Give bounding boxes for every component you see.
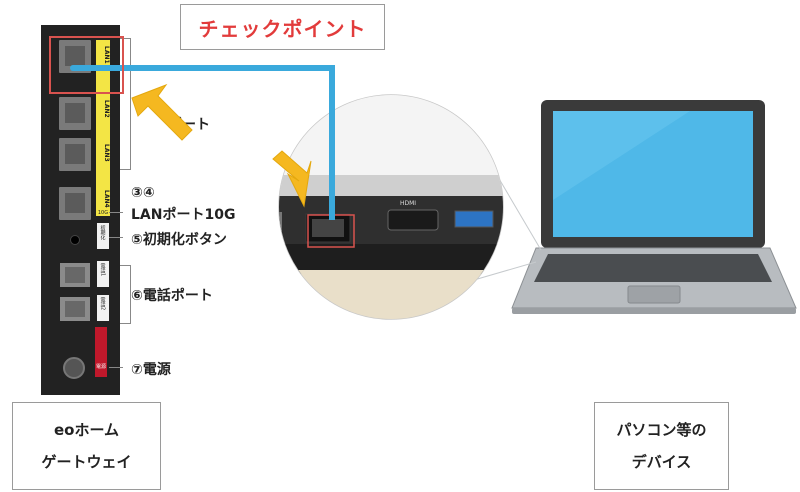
lan4-leader — [109, 212, 123, 213]
gateway-back-panel: 電源 LAN1 LAN2 LAN3 LAN4 10G 初期化 電話1 電話2 — [41, 25, 120, 395]
lan10g-label: LANポート10G — [131, 207, 236, 223]
reset-button — [70, 235, 80, 245]
pc-caption-line2: デバイス — [631, 453, 692, 471]
gateway-caption-line2: ゲートウェイ — [41, 453, 132, 471]
tel2-port — [60, 297, 90, 321]
power-label: ⑦電源 — [131, 362, 171, 378]
lan-cable — [73, 65, 335, 220]
usb-port — [454, 210, 494, 228]
tel1-strip: 電話1 — [97, 261, 109, 287]
hdmi-tag: HDMI — [400, 200, 416, 207]
laptop — [511, 100, 797, 314]
lan4-tag: LAN4 — [103, 190, 110, 208]
lan-bracket — [120, 38, 131, 170]
reset-label: ⑤初期化ボタン — [131, 232, 227, 248]
reset-strip: 初期化 — [97, 223, 109, 249]
reset-leader — [109, 237, 123, 238]
power-red-strip: 電源 — [95, 327, 107, 377]
lan-pointer-arrow — [131, 83, 193, 141]
cable-end — [70, 65, 76, 71]
laptop-keyboard — [534, 254, 772, 282]
lan2-tag: LAN2 — [103, 100, 110, 118]
ten-g-tag: 10G — [96, 210, 110, 216]
gateway-caption: eoホーム ゲートウェイ — [12, 402, 161, 490]
laptop-front-edge — [512, 308, 796, 314]
power-jack — [63, 357, 85, 379]
power-tag: 電源 — [95, 364, 106, 370]
lan4-port — [59, 187, 91, 220]
tel1-port — [60, 263, 90, 287]
tel1-tag: 電話1 — [99, 263, 106, 277]
lan1-highlight — [49, 36, 124, 94]
screen-reflection — [553, 111, 690, 200]
checkpoint-box: チェックポイント — [180, 4, 385, 50]
reset-tag: 初期化 — [99, 225, 106, 240]
power-leader — [109, 367, 123, 368]
lan3-port — [59, 138, 91, 171]
lan10g-number: ③④ — [131, 185, 155, 201]
hdmi-port — [387, 209, 439, 231]
laptop-port-arrow — [272, 150, 312, 208]
lan2-port — [59, 97, 91, 130]
lan3-tag: LAN3 — [103, 144, 110, 162]
gateway-caption-line1: eoホーム — [53, 421, 120, 439]
laptop-touchpad — [627, 285, 681, 304]
tel2-strip: 電話2 — [97, 295, 109, 321]
lan1-tag: LAN1 — [103, 46, 110, 64]
pc-caption-line1: パソコン等の — [616, 421, 707, 439]
zoom-circle: HDMI — [278, 94, 504, 320]
checkpoint-title: チェックポイント — [198, 16, 367, 41]
pc-caption: パソコン等の デバイス — [594, 402, 729, 490]
lan-strip: LAN1 LAN2 LAN3 LAN4 — [96, 40, 110, 213]
tel-label: ⑥電話ポート — [131, 288, 213, 304]
tel2-tag: 電話2 — [99, 297, 106, 311]
tel-bracket — [120, 265, 131, 324]
